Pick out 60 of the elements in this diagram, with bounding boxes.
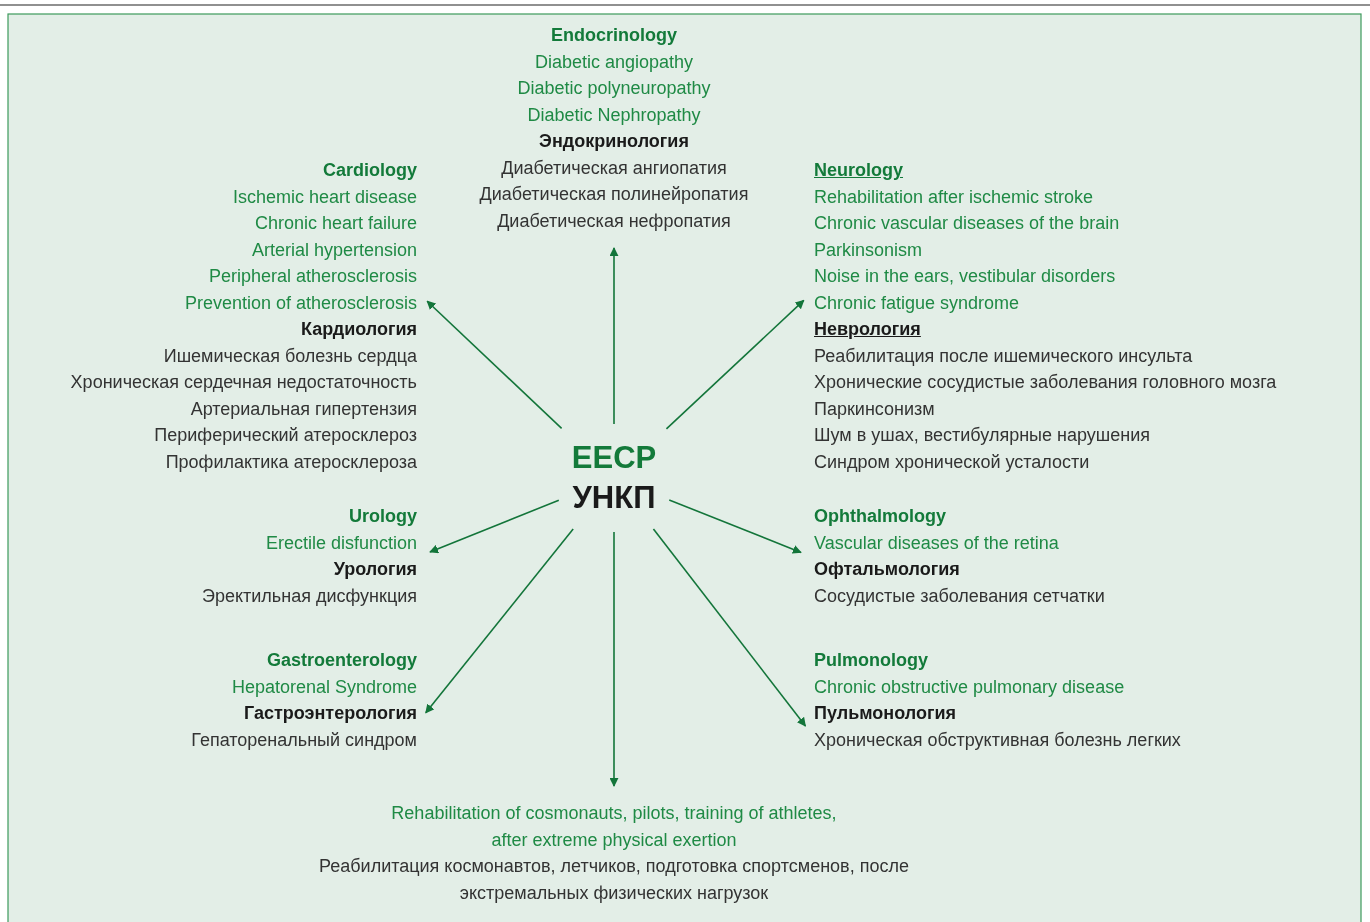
arrow	[609, 531, 619, 787]
list-item: Реабилитация после ишемического инсульта	[814, 344, 1194, 368]
arrow	[665, 299, 805, 430]
section-heading: Пульмонология	[814, 702, 957, 725]
list-item: Chronic fatigue syndrome	[814, 291, 1021, 315]
list-item: Diabetic angiopathy	[533, 50, 695, 74]
list-item: Diabetic polyneuropathy	[516, 77, 712, 100]
arrow	[429, 499, 560, 554]
section-heading: Urology	[348, 505, 417, 528]
list-item: Ischemic heart disease	[231, 185, 417, 209]
list-item: Диабетическая ангиопатия	[500, 156, 728, 180]
list-item: Гепаторенальный синдром	[191, 728, 417, 752]
arrow	[426, 300, 563, 430]
list-item: Diabetic Nephropathy	[526, 103, 702, 127]
section-heading: Endocrinology	[550, 24, 678, 47]
list-item: Шум в ушах, вестибулярные нарушения	[814, 424, 1151, 447]
list-item: Parkinsonism	[814, 238, 924, 262]
center-title: УНКП	[571, 479, 657, 517]
list-item: Диабетическая нефропатия	[496, 209, 732, 233]
list-item: Chronic vascular diseases of the brain	[814, 212, 1121, 235]
list-item: Профилактика атеросклероза	[164, 450, 417, 474]
list-item: Синдром хронической усталости	[814, 450, 1091, 474]
list-item: Rehabilitation after ischemic stroke	[814, 185, 1095, 209]
list-item: Rehabilitation of cosmonauts, pilots, training of athletes, after extreme physical exertion	[390, 802, 838, 852]
list-item: Хроническая обструктивная болезнь легких	[814, 728, 1181, 752]
list-item: Peripheral atherosclerosis	[207, 265, 417, 288]
section-heading: Neurology	[814, 159, 904, 182]
section-heading: Эндокринология	[538, 130, 690, 153]
section-heading: Урология	[332, 558, 417, 581]
list-item: Артериальная гипертензия	[189, 397, 417, 421]
list-item: Prevention of atherosclerosis	[183, 291, 417, 315]
center-title: EECP	[571, 439, 657, 477]
list-item: Периферический атеросклероз	[153, 424, 417, 447]
list-item: Хроническая сердечная недостаточность	[70, 371, 417, 394]
arrow	[424, 528, 574, 714]
section-heading: Неврология	[814, 318, 922, 341]
list-item: Chronic heart failure	[253, 212, 417, 235]
section-heading: Кардиология	[299, 318, 417, 341]
arrow	[668, 499, 802, 554]
list-item: Noise in the ears, vestibular disorders	[814, 265, 1117, 288]
list-item: Erectile disfunction	[264, 531, 417, 555]
list-item: Ишемическая болезнь сердца	[162, 344, 417, 368]
list-item: Диабетическая полинейропатия	[479, 183, 749, 206]
section-heading: Pulmonology	[814, 649, 929, 672]
section-heading: Cardiology	[322, 159, 417, 182]
list-item: Vascular diseases of the retina	[814, 531, 1060, 555]
list-item: Chronic obstructive pulmonary disease	[814, 675, 1126, 699]
section-heading: Gastroenterology	[265, 649, 417, 672]
list-item: Хронические сосудистые заболевания головного мозга	[814, 371, 1277, 394]
section-heading: Гастроэнтерология	[243, 702, 417, 725]
arrow	[652, 528, 807, 727]
list-item: Эректильная дисфункция	[202, 584, 417, 608]
list-item: Hepatorenal Syndrome	[230, 675, 417, 699]
section-heading: Ophthalmology	[814, 505, 947, 528]
list-item: Паркинсонизм	[814, 397, 936, 421]
arrow	[609, 247, 619, 425]
list-item: Сосудистые заболевания сетчатки	[814, 584, 1105, 608]
list-item: Arterial hypertension	[250, 238, 417, 262]
section-heading: Офтальмология	[814, 558, 961, 581]
list-item: Реабилитация космонавтов, летчиков, подготовка спортсменов, после экстремальных физических нагрузок	[318, 855, 910, 905]
